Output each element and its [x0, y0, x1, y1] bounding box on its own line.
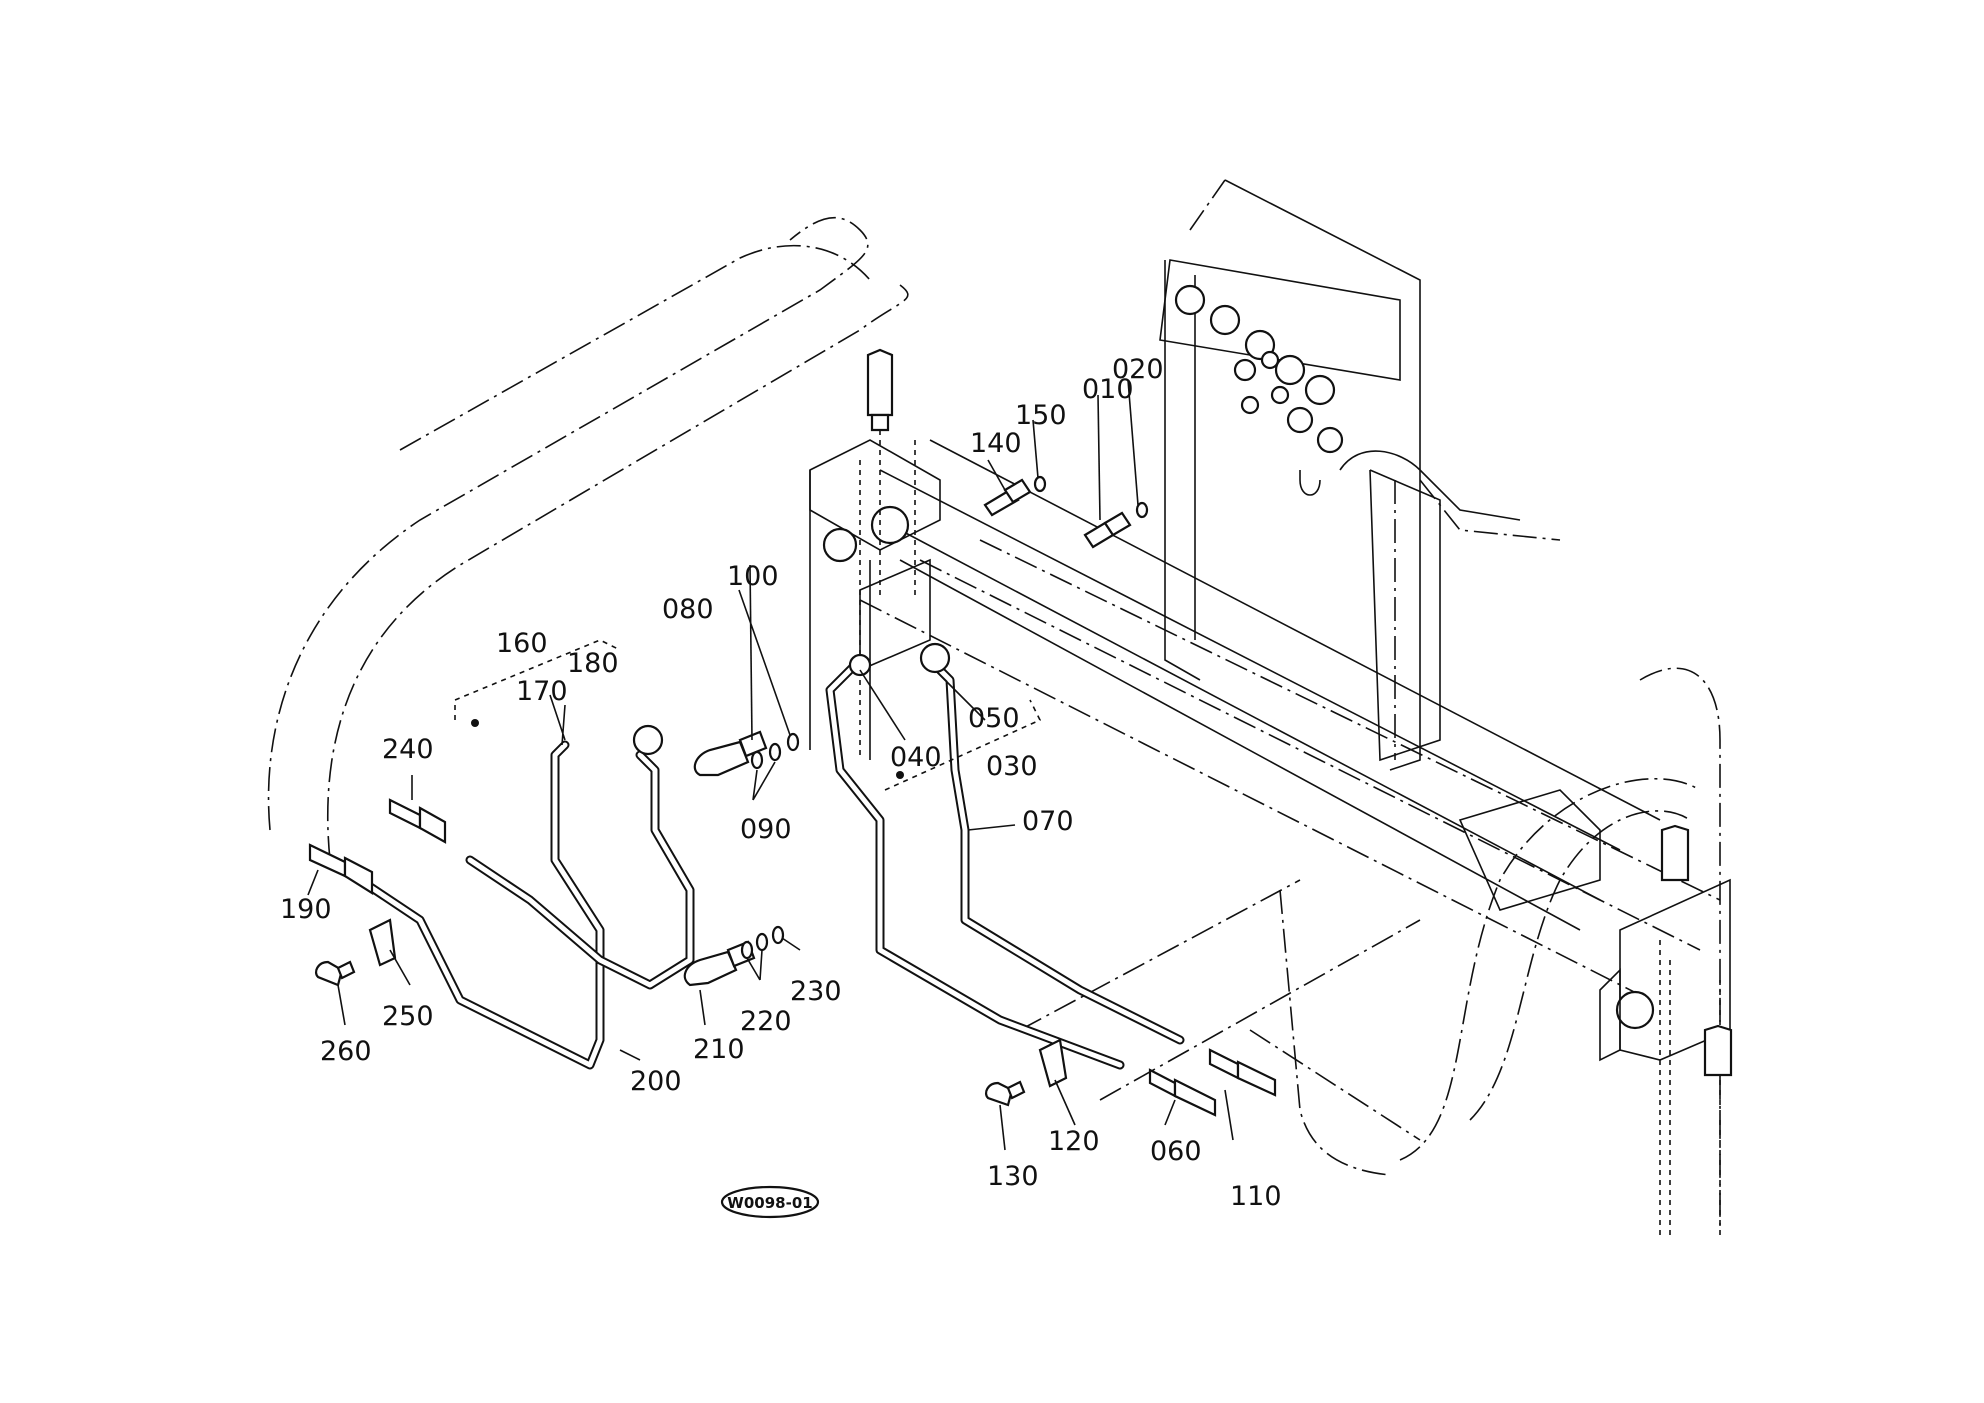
label-060: 060 — [1150, 1136, 1202, 1167]
label-080: 080 — [662, 594, 714, 625]
label-160: 160 — [496, 628, 548, 659]
label-250: 250 — [382, 1001, 434, 1032]
label-260: 260 — [320, 1036, 372, 1067]
label-240: 240 — [382, 734, 434, 765]
label-030: 030 — [986, 751, 1038, 782]
label-170: 170 — [516, 676, 568, 707]
frame-outline — [267, 216, 1721, 1230]
label-210: 210 — [693, 1034, 745, 1065]
hydraulic-pipes — [355, 655, 1185, 1070]
fittings — [308, 475, 1277, 1117]
label-130: 130 — [987, 1161, 1039, 1192]
label-020: 020 — [1112, 354, 1164, 385]
right-mount-bracket — [1458, 789, 1733, 1240]
part-labels: 010 020 030 040 050 060 070 080 090 100 … — [280, 354, 1282, 1212]
label-050: 050 — [968, 703, 1020, 734]
label-220: 220 — [740, 1006, 792, 1037]
label-070: 070 — [1022, 806, 1074, 837]
label-200: 200 — [630, 1066, 682, 1097]
leader-lines — [307, 379, 1234, 1151]
valve-ports — [1174, 284, 1344, 454]
label-150: 150 — [1015, 400, 1067, 431]
label-110: 110 — [1230, 1181, 1282, 1212]
label-230: 230 — [790, 976, 842, 1007]
drawing-id-text: W0098-01 — [727, 1194, 812, 1212]
label-120: 120 — [1048, 1126, 1100, 1157]
label-140: 140 — [970, 428, 1022, 459]
drawing-id-stamp: W0098-01 — [720, 1185, 820, 1219]
label-180: 180 — [567, 648, 619, 679]
left-mount-bracket — [809, 348, 941, 760]
control-valve-block — [1159, 179, 1561, 771]
label-040: 040 — [890, 742, 942, 773]
label-100: 100 — [727, 561, 779, 592]
label-190: 190 — [280, 894, 332, 925]
label-090: 090 — [740, 814, 792, 845]
label-010: 010 — [1082, 374, 1134, 405]
